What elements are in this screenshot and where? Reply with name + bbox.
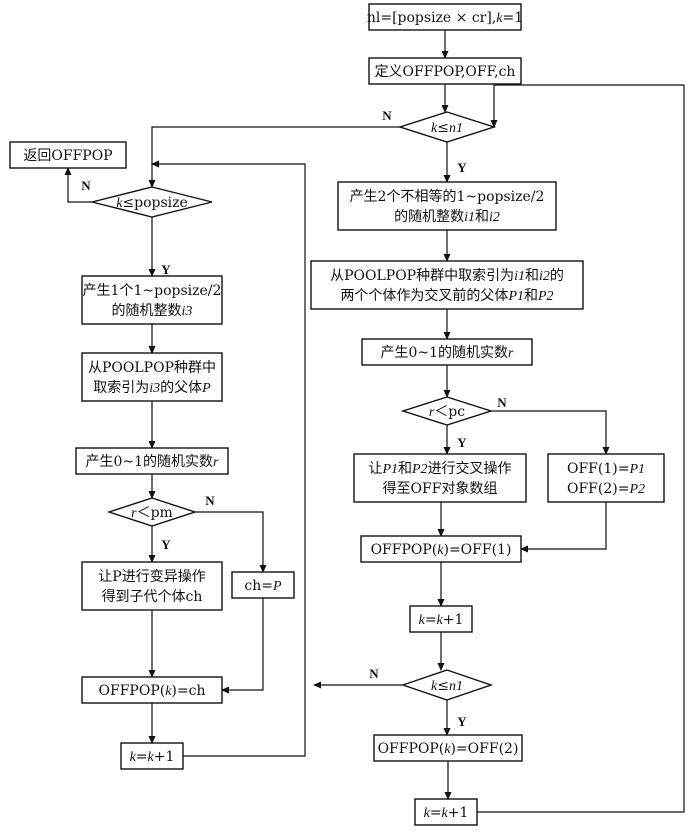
- rand-r-right-node: 产生0~1的随机实数r: [361, 338, 533, 366]
- yes-label-k-popsize: Y: [161, 262, 171, 277]
- assign-off2-text-1: OFFPOP(k)=OFF(2): [378, 741, 519, 757]
- assign-off2-node: OFFPOP(k)=OFF(2): [373, 734, 523, 762]
- no-label-k-n1-top: N: [382, 108, 392, 123]
- yes-label-k-n1-top: Y: [457, 160, 467, 175]
- rand-r-left-text-1: 产生0~1的随机实数r: [86, 454, 220, 470]
- copy-parents-text-2: OFF(2)=P2: [567, 481, 645, 497]
- mutate-text-1: 让P进行变异操作: [98, 569, 205, 585]
- cond-r-pm-node: r＜pm: [106, 497, 198, 527]
- gen-i3-text-1: 产生1个1~popsize/2: [83, 283, 222, 299]
- ch-eq-p-node: ch=P: [231, 571, 295, 599]
- assign-off1-node: OFFPOP(k)=OFF(1): [360, 535, 522, 563]
- yes-label-r-pm: Y: [161, 537, 171, 552]
- return-text-1: 返回OFFPOP: [23, 148, 112, 164]
- connector-23: [195, 511, 267, 573]
- select-p1-p2-text-2: 两个个体作为交叉前的父体P1和P2: [340, 287, 553, 304]
- inc-k-left-node: k=k+1: [120, 742, 184, 770]
- init-node: nl=[popsize × cr],k=1: [367, 3, 523, 31]
- mutate-text-2: 得到子代个体ch: [102, 588, 203, 605]
- cond-r-pc-text-1: r＜pc: [429, 404, 465, 420]
- gen-i1-i2-text-2: 的随机整数i1和i2: [394, 209, 500, 225]
- no-label-k-popsize: N: [81, 178, 91, 193]
- cond-k-n1-top-text-1: k≤n1: [431, 120, 463, 136]
- copy-parents-text-1: OFF(1)=P1: [567, 461, 645, 477]
- select-p-text-1: 从POOLPOP种群中: [88, 360, 216, 376]
- crossover-text-1: 让P1和P2进行交叉操作: [368, 460, 511, 477]
- no-label-r-pm: N: [205, 493, 215, 508]
- connector-10: [520, 502, 607, 553]
- return-node: 返回OFFPOP: [9, 141, 127, 169]
- define-node: 定义OFFPOP,OFF,ch: [368, 57, 522, 85]
- cond-k-n1-bottom-text-1: k≤n1: [431, 678, 463, 694]
- cond-k-popsize-text-1: k≤popsize: [116, 195, 188, 211]
- define-text-1: 定义OFFPOP,OFF,ch: [375, 64, 516, 80]
- cond-r-pm-text-1: r＜pm: [131, 505, 173, 521]
- connector-17: [64, 167, 92, 203]
- assign-off1-text-1: OFFPOP(k)=OFF(1): [371, 542, 512, 558]
- assign-ch-text-1: OFFPOP(k)=ch: [99, 683, 206, 699]
- inc-k-right1-node: k=k+1: [409, 605, 473, 633]
- no-label-k-n1-bottom: N: [369, 666, 379, 681]
- inc-k-left-text-1: k=k+1: [130, 749, 175, 765]
- connector-25: [221, 598, 264, 694]
- gen-i1-i2-node: 产生2个不相等的1~popsize/2 的随机整数i1和i2: [337, 181, 557, 231]
- cond-k-popsize-node: k≤popsize: [91, 186, 213, 218]
- yes-label-k-n1-bottom: Y: [457, 714, 467, 729]
- assign-ch-node: OFFPOP(k)=ch: [81, 676, 223, 704]
- connector-16: [148, 126, 400, 188]
- cond-r-pc-node: r＜pc: [400, 396, 494, 426]
- rand-r-left-node: 产生0~1的随机实数r: [75, 447, 229, 475]
- inc-k-right2-text-1: k=k+1: [424, 805, 469, 821]
- select-p-text-2: 取索引为i3的父体P: [93, 379, 211, 396]
- init-text-1: nl=[popsize × cr],k=1: [367, 10, 523, 26]
- gen-i1-i2-text-1: 产生2个不相等的1~popsize/2: [350, 188, 545, 205]
- inc-k-right2-node: k=k+1: [414, 798, 478, 826]
- yes-label-r-pc: Y: [457, 435, 467, 450]
- gen-i3-node: 产生1个1~popsize/2 的随机整数i3: [81, 275, 223, 325]
- connector-15: [477, 84, 685, 813]
- crossover-text-2: 得至OFF对象数组: [383, 480, 498, 497]
- connector-28: [151, 160, 306, 757]
- rand-r-right-text-1: 产生0~1的随机实数r: [381, 345, 515, 361]
- no-label-r-pc: N: [497, 395, 507, 410]
- gen-i3-text-2: 的随机整数i3: [112, 303, 193, 319]
- select-p1-p2-text-1: 从POOLPOP种群中取索引为i1和i2的: [330, 267, 564, 284]
- cond-k-n1-bottom-node: k≤n1: [400, 669, 494, 701]
- inc-k-right1-text-1: k=k+1: [419, 612, 464, 628]
- connector-8: [491, 410, 610, 455]
- cond-k-n1-top-node: k≤n1: [397, 111, 497, 143]
- ch-eq-p-text-1: ch=P: [244, 578, 282, 594]
